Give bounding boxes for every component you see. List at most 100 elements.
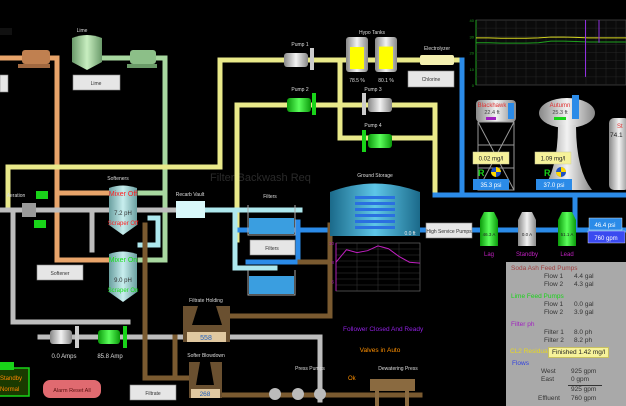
soda-title: Soda Ash Feed Pumps (511, 265, 578, 272)
softener-2 (109, 251, 137, 302)
softener-1-ph: 7.2 pH (114, 211, 132, 217)
ph-y-tick: 10 (329, 241, 335, 246)
standby-indicator (0, 362, 14, 370)
svg-text:Softener: Softener (51, 271, 70, 277)
recarb-vault (176, 201, 205, 218)
autumn-valve-icon[interactable] (556, 167, 566, 177)
flow-east-value: 0 gpm (571, 376, 590, 383)
tower-autumn-indicator (554, 117, 566, 120)
blackhawk-cl2: 0.02 mg/l (472, 151, 510, 165)
recarb-label: Recarb Vault (176, 192, 205, 198)
high-service-pump-lag[interactable]: 46.3 A (480, 212, 498, 246)
softer-blowdown-label: Softer Blowdown (187, 353, 225, 359)
high-service-pumps-button[interactable]: High Service Pumps (425, 222, 473, 239)
svg-text:Filtrate: Filtrate (145, 391, 161, 397)
backwash-faint-text: Filter Backwash Req (210, 172, 311, 184)
standby-status-box: Standby Normal (0, 367, 30, 397)
svg-text:Alarm Reset All: Alarm Reset All (53, 388, 91, 394)
hypo-tank-1 (346, 37, 368, 72)
electrolyzer-label: Electrolyzer (424, 46, 450, 52)
hypo-tank-2-level: 80.1 % (378, 78, 394, 84)
press-pumps[interactable] (269, 388, 326, 400)
press-pumps-label: Press Pumps (295, 366, 325, 372)
high-service-pump-lead[interactable]: 51.1 A (558, 212, 576, 246)
soda-flow-2-label: Flow 2 (544, 281, 564, 288)
filter-2-value: 8.2 ph (574, 337, 593, 344)
svg-text:35.3 psi: 35.3 psi (480, 183, 501, 189)
pump-amps: 0.0 A (522, 232, 532, 237)
filter-ph-title: Filter ph (511, 321, 535, 328)
lime-title: Lime Feed Pumps (511, 293, 564, 300)
filtrate-button[interactable]: Filtrate (129, 384, 177, 401)
softener-1-mixer: Mixer Off (109, 191, 137, 198)
sludge-pump-1[interactable] (50, 326, 79, 348)
flow-west-label: West (541, 368, 556, 375)
pump4[interactable] (362, 130, 392, 152)
ground-storage-label: Ground Storage (357, 173, 393, 179)
ph-y-tick: 6 (331, 279, 334, 284)
pump-amps: 51.1 A (561, 232, 574, 237)
filtrate-holding-label: Filtrate Holding (189, 298, 223, 304)
svg-text:1.09 mg/l: 1.09 mg/l (541, 157, 566, 163)
filter-1-label: Filter 1 (544, 329, 564, 336)
filter-basin-2 (247, 270, 296, 296)
pump3[interactable] (362, 93, 392, 115)
pump-role-label: Standby (516, 252, 538, 258)
trend-y-tick: 10 (470, 67, 475, 72)
aeration-blower-1[interactable] (36, 191, 48, 199)
autumn-cl2: 1.09 mg/l (534, 151, 572, 165)
left-clipped-button[interactable] (0, 74, 9, 93)
hs-flow: 760 gpm (587, 230, 626, 244)
svg-text:Chlorine: Chlorine (422, 77, 441, 83)
soda-flow-1-value: 4.4 gal (574, 273, 594, 280)
chlorine-button[interactable]: Chlorine (407, 70, 455, 88)
ok-status: Ok (348, 376, 357, 382)
sludge-pump-1-amps: 0.0 Amps (51, 354, 76, 360)
hypo-label: Hypo Tanks (359, 30, 386, 36)
pump2[interactable] (287, 93, 316, 115)
pump-role-label: Lag (484, 252, 494, 258)
trend-y-tick: 30 (470, 34, 475, 39)
filter-1-value: 8.0 ph (574, 329, 593, 336)
soda-flow-2-value: 4.3 gal (574, 281, 594, 288)
svg-text:High Service Pumps: High Service Pumps (426, 229, 472, 235)
hypo-tank-1-level: 78.5 % (349, 78, 365, 84)
trend-y-tick: 0 (472, 83, 475, 88)
filter-basin-1 (247, 205, 296, 236)
hs-pressure: 46.4 psi (588, 217, 623, 231)
lime-label: Lime (77, 28, 88, 34)
aeration-unit (22, 203, 36, 217)
blackhawk-mode: R (478, 168, 485, 178)
lime-tank (72, 35, 102, 70)
svg-text:268: 268 (200, 391, 211, 398)
lime-button[interactable]: Lime (72, 74, 121, 91)
dewatering-label: Dewatering Press (378, 366, 418, 372)
svg-text:0.02 mg/l: 0.02 mg/l (479, 157, 504, 163)
aeration-blower-2[interactable] (34, 220, 46, 228)
flows-title: Flows (512, 360, 529, 367)
pump1[interactable] (284, 48, 314, 70)
dewatering-press (370, 379, 415, 406)
ph-series (335, 245, 421, 264)
softener-2-mixer: Mixer On (109, 257, 138, 264)
light-cyan-pipe (137, 207, 303, 271)
sludge-pump-2[interactable] (98, 326, 127, 348)
trend-series-yellow (476, 36, 626, 39)
filters-button[interactable]: Filters (249, 239, 296, 256)
effluent-value: 760 gpm (571, 395, 597, 402)
alarm-reset-button[interactable]: Alarm Reset All (43, 380, 101, 398)
trend-y-tick: 40 (470, 18, 475, 23)
svg-text:Lime: Lime (91, 81, 102, 87)
softener-button[interactable]: Softener (36, 264, 84, 281)
filter-2-label: Filter 2 (544, 337, 564, 344)
svg-text:46.4 psi: 46.4 psi (594, 223, 615, 229)
ground-storage-level: 0.0 ft (404, 231, 416, 237)
high-service-pump-standby[interactable]: 0.0 A (518, 212, 536, 246)
softener-1 (109, 185, 137, 235)
softer-blowdown-value: 268 (191, 389, 220, 398)
cl2-value: Finished 1.42 mg/l (548, 347, 610, 358)
orange-pump (18, 50, 50, 68)
electrolyzer (420, 55, 454, 65)
blackhawk-valve-icon[interactable] (491, 167, 501, 177)
